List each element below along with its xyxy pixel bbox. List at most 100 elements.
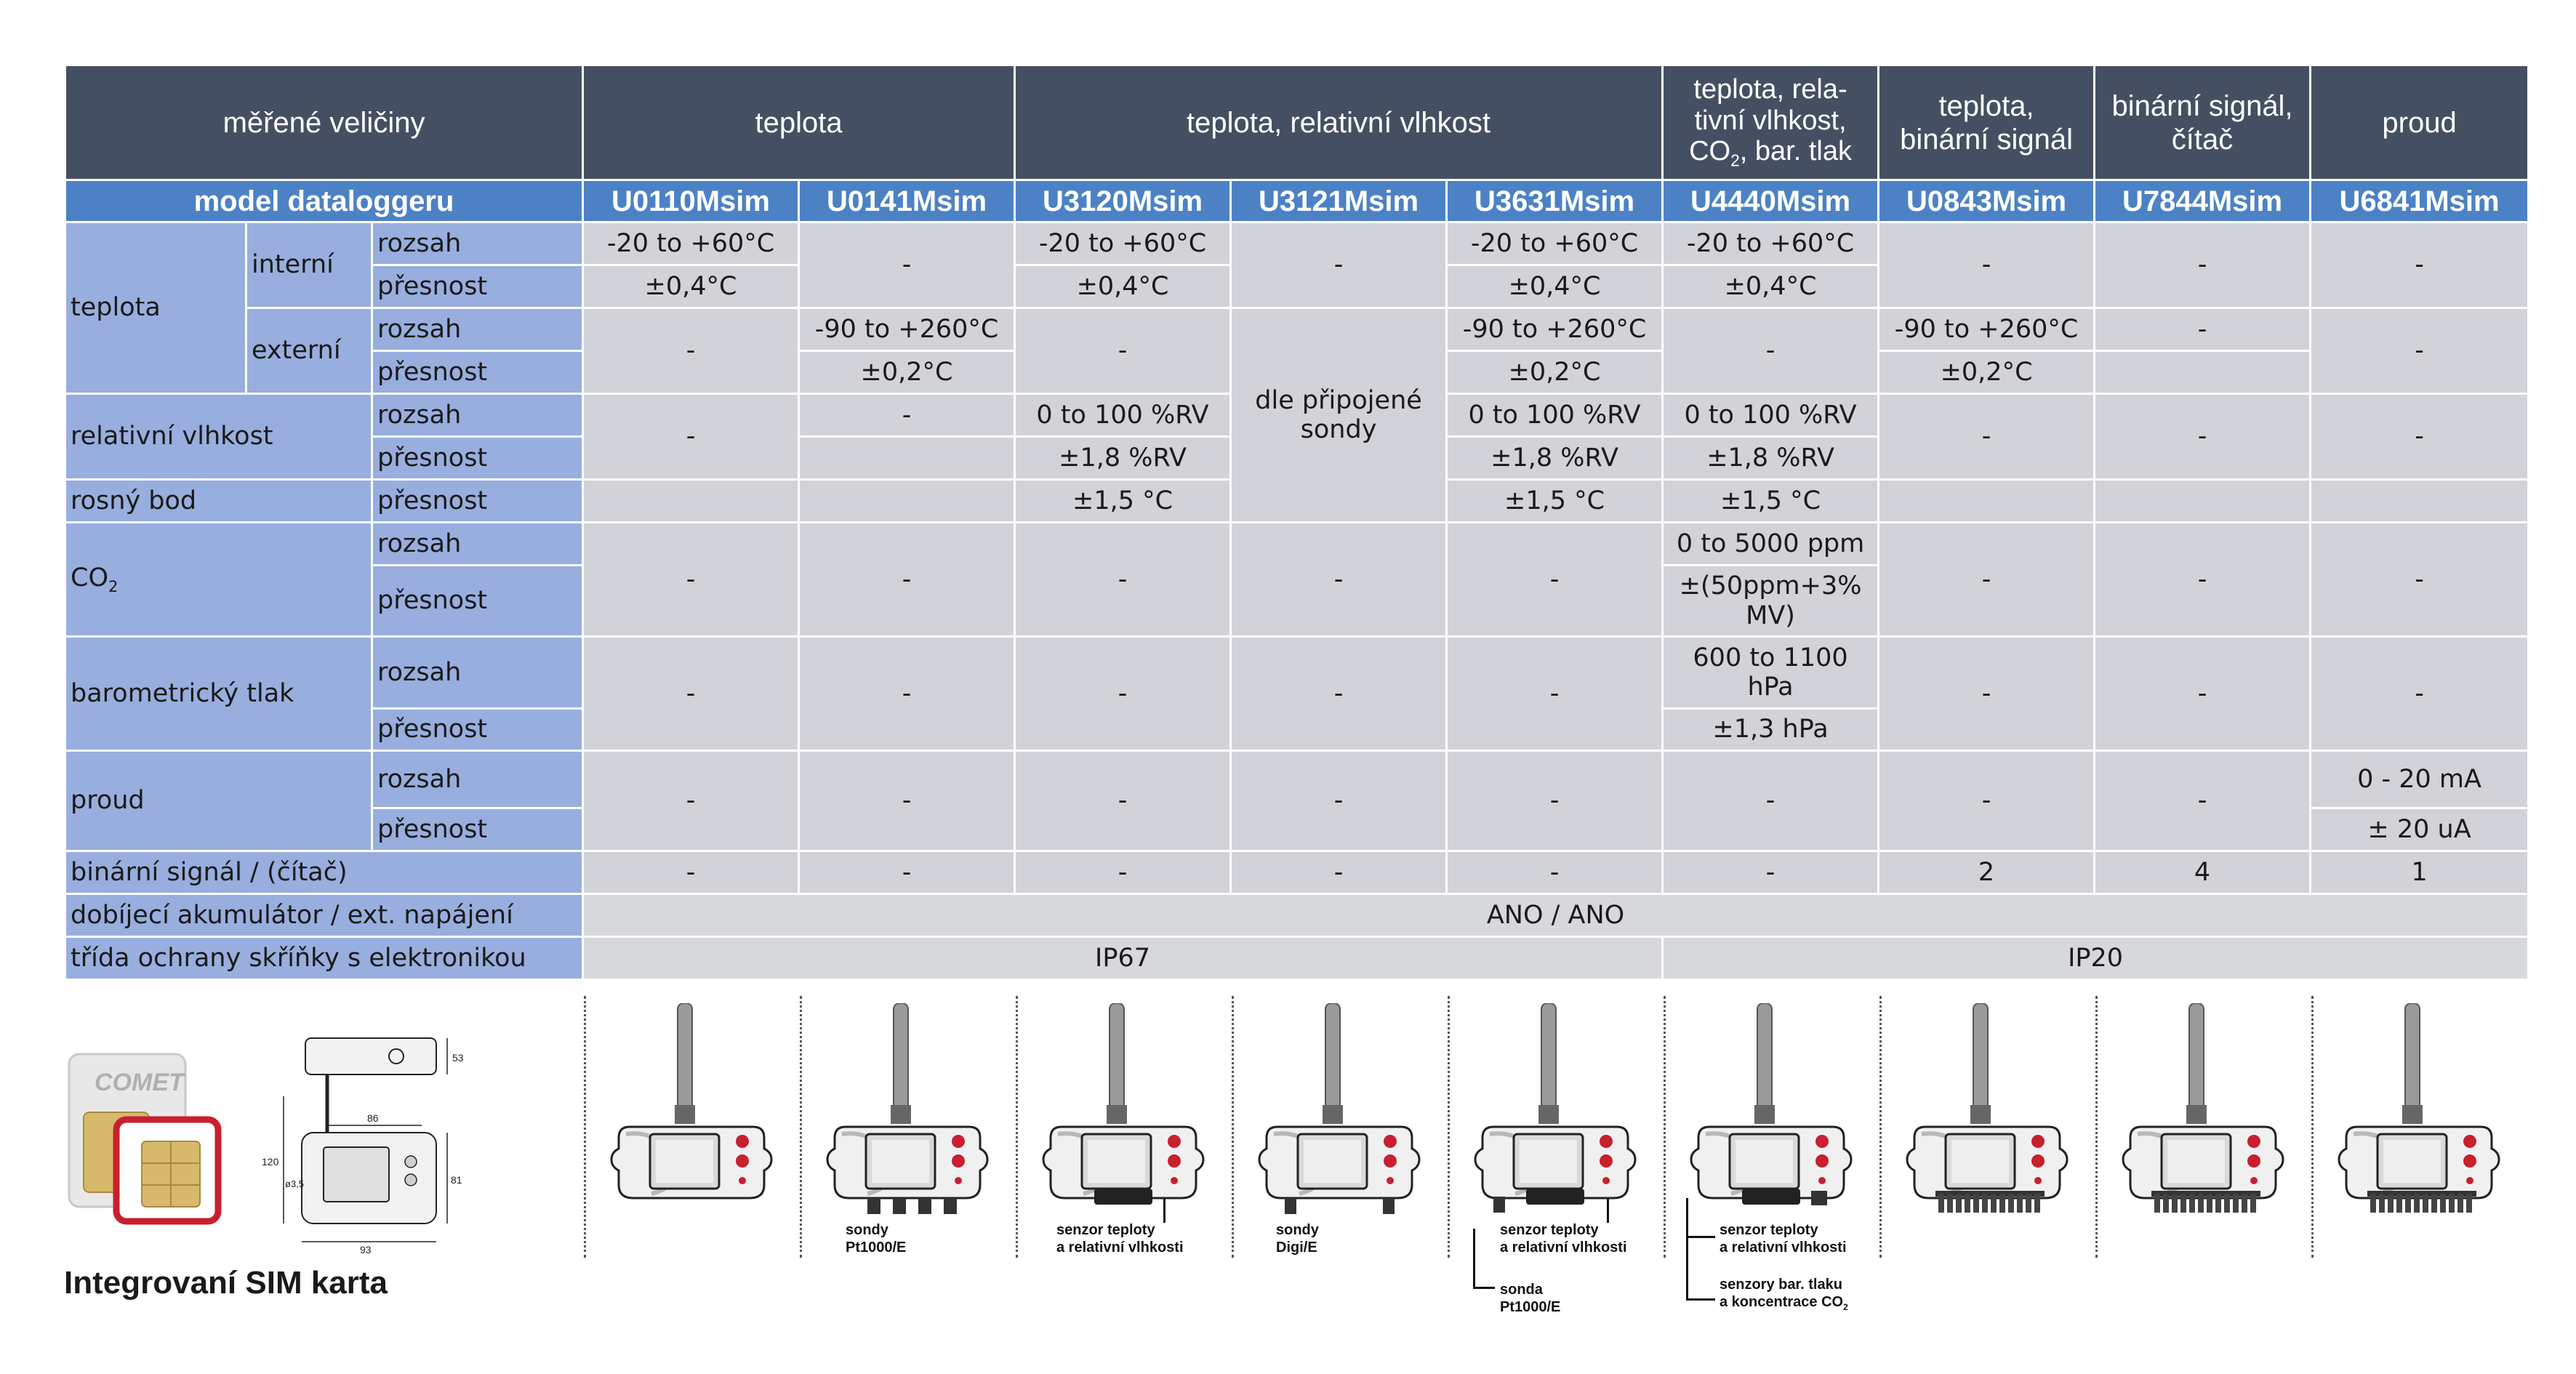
- cell: -: [2095, 752, 2312, 852]
- model-u3121: U3121Msim: [1232, 181, 1448, 223]
- cell-ip20: IP20: [1664, 938, 2530, 981]
- cell: ±1,8 %RV: [1664, 438, 1880, 481]
- model-u0141: U0141Msim: [800, 181, 1016, 223]
- param-binarni: binární signál / (čítač): [66, 852, 585, 895]
- column-separator: [2311, 996, 2314, 1258]
- table-row: přesnost ±1,8 %RV ±1,8 %RV ±1,8 %RV: [66, 438, 2529, 481]
- cell: 2: [1879, 852, 2096, 895]
- table-row: binární signál / (čítač) - - - - - - 2 4…: [66, 852, 2530, 895]
- table-row: přesnost ±(50ppm+3% MV): [66, 566, 2529, 638]
- datalogger-image: [1256, 1003, 1423, 1229]
- cell-empty: [1879, 481, 2096, 523]
- column-separator: [800, 996, 802, 1258]
- pointer-line: [1163, 1198, 1165, 1223]
- cell: 600 to 1100 hPa: [1664, 638, 1880, 710]
- cell: -20 to +60°C: [1664, 223, 1880, 266]
- cell: -: [800, 395, 1016, 438]
- model-u0110: U0110Msim: [584, 181, 801, 223]
- attr-rozsah: rozsah: [373, 309, 585, 352]
- attr-rozsah: rozsah: [373, 223, 585, 266]
- table-row: přesnost ± 20 uA: [66, 809, 2530, 852]
- cell-empty: [2095, 352, 2312, 395]
- cell: -: [1879, 523, 2096, 638]
- datalogger-image: [824, 1003, 991, 1229]
- sub-externi: externí: [247, 309, 373, 395]
- cell: -: [2095, 309, 2312, 352]
- table-row: dobíjecí akumulátor / ext. napájení ANO …: [66, 895, 2530, 938]
- attr-presnost: přesnost: [373, 438, 585, 481]
- cell: -: [1232, 638, 1448, 752]
- table-row: přesnost ±0,4°C ±0,4°C ±0,4°C ±0,4°C: [66, 266, 2529, 309]
- table-row: relativní vlhkost rozsah - - 0 to 100 %R…: [66, 395, 2530, 481]
- cell: -90 to +260°C: [800, 309, 1016, 352]
- cell: -90 to +260°C: [1448, 309, 1664, 352]
- param-proud: proud: [66, 752, 373, 852]
- dim-hole: ø3,5: [285, 1178, 304, 1189]
- cell: -: [1232, 523, 1448, 638]
- cell: -: [800, 223, 1016, 309]
- attr-rozsah: rozsah: [373, 638, 585, 710]
- cell: ±1,8 %RV: [1448, 438, 1664, 481]
- cell: -20 to +60°C: [584, 223, 801, 266]
- cell: -: [1016, 309, 1232, 395]
- model-u3631: U3631Msim: [1448, 181, 1664, 223]
- cell: -: [800, 752, 1016, 852]
- group-header-teplota-vlhkost: teplota, relativní vlhkost: [1016, 66, 1664, 181]
- cell: ±(50ppm+3% MV): [1664, 566, 1880, 638]
- cell: 1: [2311, 852, 2530, 895]
- column-separator: [1016, 996, 1018, 1258]
- cell: -: [2311, 309, 2530, 395]
- cell: -: [1016, 523, 1232, 638]
- cell: -: [1879, 223, 2096, 309]
- cell: -: [1232, 752, 1448, 852]
- cell: -: [584, 395, 801, 481]
- table-row: přesnost ±0,2°C ±0,2°C ±0,2°C: [66, 352, 2529, 395]
- cell: -: [2095, 523, 2312, 638]
- cell: -: [1448, 638, 1664, 752]
- cell: -: [2311, 638, 2530, 752]
- column-separator: [584, 996, 586, 1258]
- pointer-line: [1686, 1198, 1688, 1300]
- cell: ±0,4°C: [1664, 266, 1880, 309]
- cell: ±0,4°C: [1448, 266, 1664, 309]
- sub-interni: interní: [247, 223, 373, 309]
- model-u7844: U7844Msim: [2095, 181, 2312, 223]
- dim-120: 120: [262, 1156, 279, 1168]
- datalogger-image: [1903, 1003, 2071, 1229]
- cell: -: [1879, 395, 2096, 481]
- cell: -: [1016, 852, 1232, 895]
- table-row: třída ochrany skříňky s elektronikou IP6…: [66, 938, 2530, 981]
- datalogger-image: [2335, 1003, 2503, 1229]
- table-row: rosný bod přesnost ±1,5 °C ±1,5 °C ±1,5 …: [66, 481, 2530, 523]
- group-header-proud: proud: [2311, 66, 2530, 181]
- cell: -: [1879, 638, 2096, 752]
- model-row: model dataloggeru U0110Msim U0141Msim U3…: [66, 181, 2530, 223]
- dim-93: 93: [360, 1244, 372, 1256]
- attr-rozsah: rozsah: [373, 395, 585, 438]
- cell: 0 to 100 %RV: [1448, 395, 1664, 438]
- sim-card-image: COMET: [65, 1047, 225, 1229]
- group-header-binarni: teplota,binární signál: [1879, 66, 2096, 181]
- cell: ±0,2°C: [1879, 352, 2096, 395]
- table-row: teplota interní rozsah -20 to +60°C - -2…: [66, 223, 2530, 395]
- cell: -: [800, 523, 1016, 638]
- sim-title: Integrovaní SIM karta: [64, 1265, 388, 1301]
- cell: -: [584, 309, 801, 395]
- param-ochrana: třída ochrany skříňky s elektronikou: [66, 938, 585, 981]
- table-row: externí rozsah - -90 to +260°C - dle při…: [66, 309, 2530, 523]
- cell: 4: [2095, 852, 2312, 895]
- group-header-co2: teplota, rela-tivní vlhkost,CO2, bar. tl…: [1664, 66, 1880, 181]
- cell: -: [1879, 752, 2096, 852]
- cell: -: [584, 523, 801, 638]
- column-separator: [1879, 996, 1882, 1258]
- header-row: měřené veličiny teplota teplota, relativ…: [66, 66, 2530, 181]
- attr-presnost: přesnost: [373, 481, 585, 523]
- cell-empty: [584, 481, 801, 523]
- column-separator: [1232, 996, 1234, 1258]
- datalogger-image: [608, 1003, 775, 1229]
- dim-86: 86: [367, 1112, 379, 1124]
- model-u4440: U4440Msim: [1664, 181, 1880, 223]
